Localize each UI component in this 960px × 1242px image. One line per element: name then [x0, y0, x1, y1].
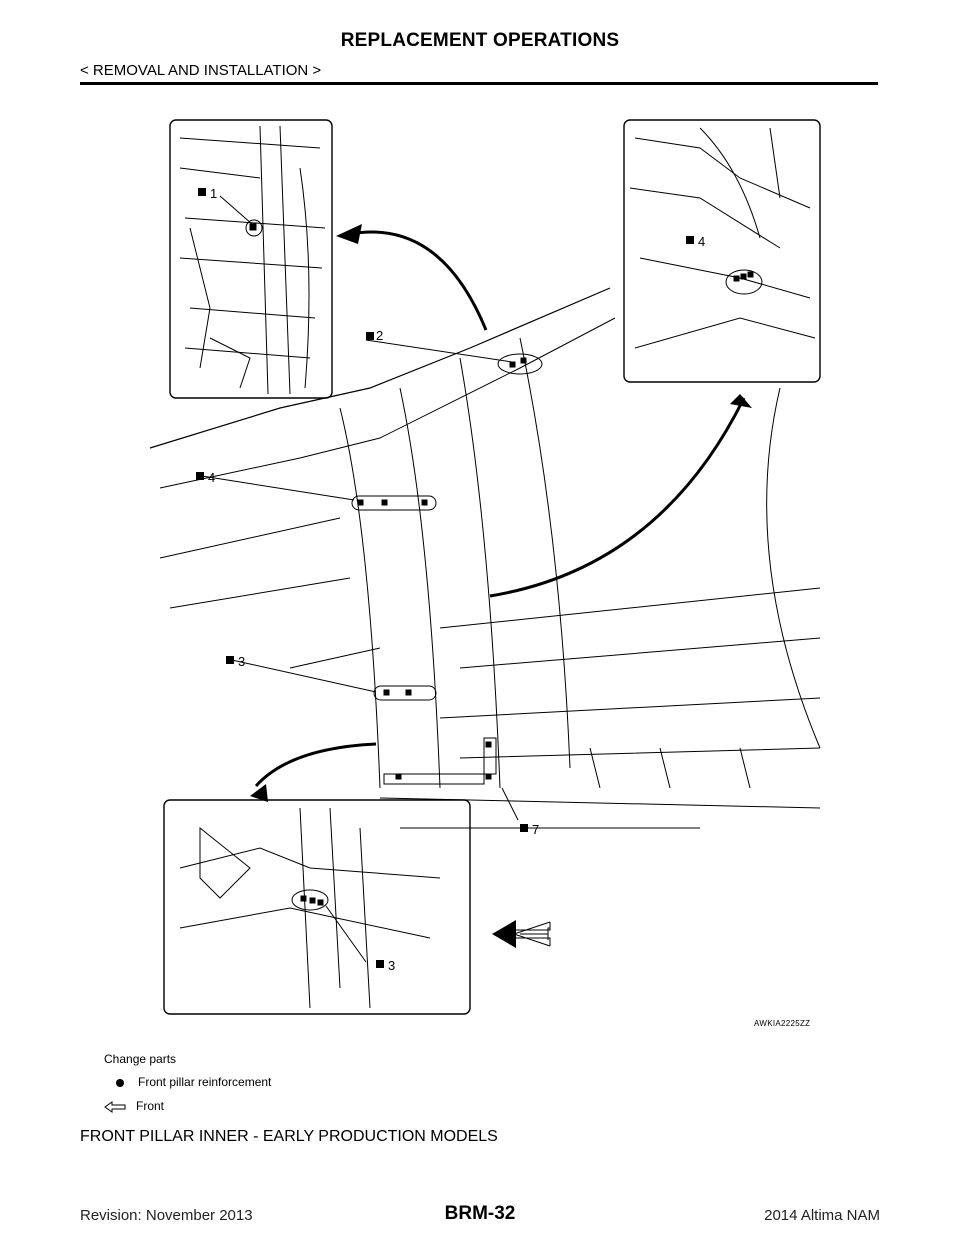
- callout-7: 7: [532, 822, 539, 837]
- footer-page-number: BRM-32: [444, 1203, 516, 1224]
- breadcrumb: < REMOVAL AND INSTALLATION >: [80, 62, 322, 79]
- callout-4b: 4: [208, 470, 215, 485]
- legend-front: Front: [104, 1099, 164, 1113]
- figure-code: AWKIA2225ZZ: [754, 1019, 811, 1028]
- inset-panel-bottom: [163, 799, 471, 1015]
- callout-3b: 3: [388, 958, 395, 973]
- inset-panel-top-right: [623, 119, 821, 383]
- header-rule: [80, 82, 878, 85]
- page-title: REPLACEMENT OPERATIONS: [340, 30, 620, 51]
- callout-1: 1: [210, 186, 217, 201]
- legend-item: Front pillar reinforcement: [116, 1075, 271, 1089]
- inset-panel-top-left: [169, 119, 333, 399]
- legend-item-label: Front pillar reinforcement: [138, 1075, 272, 1089]
- callout-4a: 4: [698, 234, 705, 249]
- legend-heading: Change parts: [104, 1052, 177, 1066]
- footer-revision: Revision: November 2013: [80, 1207, 253, 1224]
- callout-3a: 3: [238, 654, 245, 669]
- bullet-icon: [116, 1078, 124, 1087]
- footer-model: 2014 Altima NAM: [764, 1207, 880, 1224]
- body-repair-illustration: 1 2 4 4 3 7 3: [149, 119, 821, 1015]
- section-heading: FRONT PILLAR INNER - EARLY PRODUCTION MO…: [80, 1128, 498, 1145]
- legend-front-label: Front: [136, 1099, 165, 1113]
- callout-2: 2: [376, 328, 383, 343]
- front-arrow-icon: [104, 1100, 126, 1113]
